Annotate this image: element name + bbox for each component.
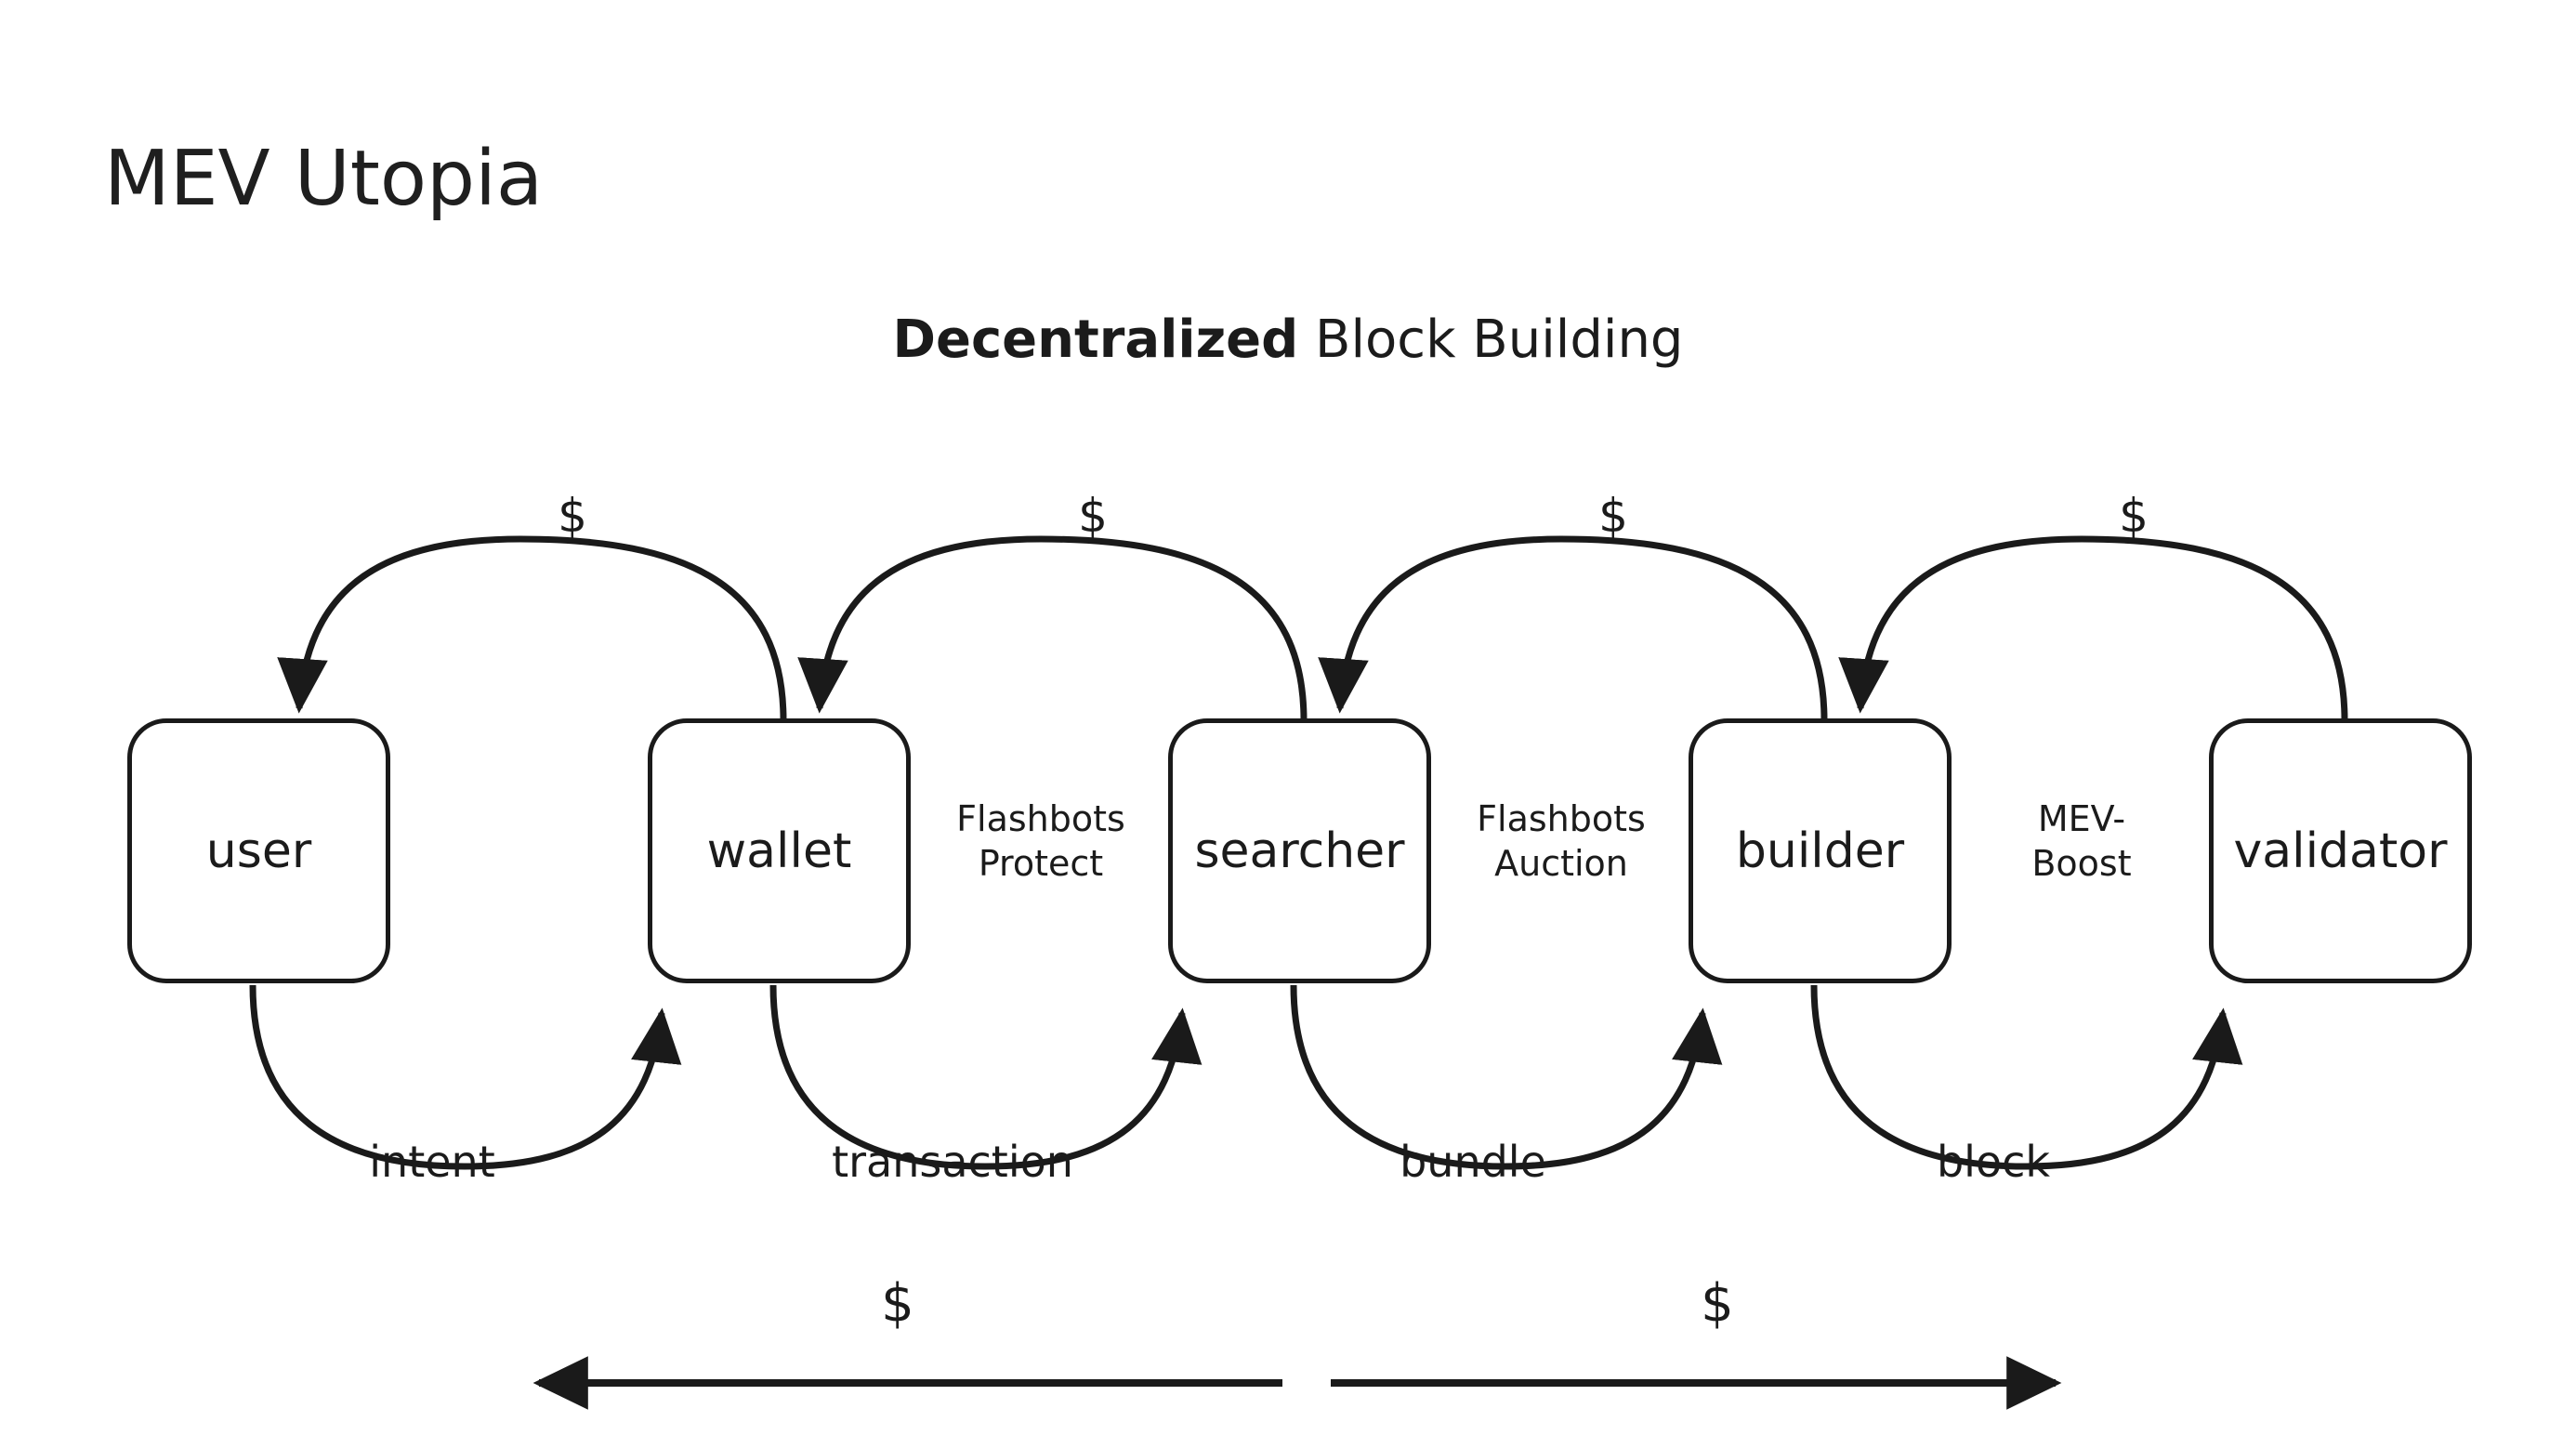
summary-label-value-flow-right: $ bbox=[1701, 1273, 1734, 1334]
subtitle-normal-part: Block Building bbox=[1298, 309, 1684, 370]
payment-arc-wallet-to-user bbox=[277, 535, 787, 721]
flow-label-transaction: transaction bbox=[832, 1137, 1073, 1187]
protocol-label-mev-boost: MEV- Boost bbox=[2031, 798, 2132, 884]
page-title: MEV Utopia bbox=[104, 135, 544, 223]
subtitle-strong-part: Decentralized bbox=[892, 309, 1299, 370]
node-validator-label: validator bbox=[2233, 823, 2448, 879]
node-searcher[interactable]: searcher bbox=[1168, 718, 1431, 983]
flow-label-block: block bbox=[1936, 1137, 2051, 1187]
payment-arc-validator-to-builder bbox=[1838, 535, 2348, 721]
payment-label-validator-to-builder: $ bbox=[2119, 489, 2149, 543]
payment-label-builder-to-searcher: $ bbox=[1598, 489, 1628, 543]
payment-arc-searcher-to-wallet bbox=[797, 535, 1308, 721]
protocol-label-flashbots-auction: Flashbots Auction bbox=[1477, 798, 1646, 884]
flow-label-intent: intent bbox=[369, 1137, 495, 1187]
node-searcher-label: searcher bbox=[1194, 823, 1405, 879]
node-wallet-label: wallet bbox=[706, 823, 852, 879]
node-builder[interactable]: builder bbox=[1689, 718, 1952, 983]
node-wallet[interactable]: wallet bbox=[648, 718, 911, 983]
node-builder-label: builder bbox=[1735, 823, 1905, 879]
protocol-label-flashbots-protect: Flashbots Protect bbox=[956, 798, 1125, 884]
payment-label-searcher-to-wallet: $ bbox=[1078, 489, 1108, 543]
node-user-label: user bbox=[205, 823, 312, 879]
slide-subtitle: Decentralized Block Building bbox=[0, 314, 2576, 366]
node-user[interactable]: user bbox=[127, 718, 390, 983]
flow-label-bundle: bundle bbox=[1400, 1137, 1546, 1187]
payment-label-wallet-to-user: $ bbox=[558, 489, 587, 543]
node-validator[interactable]: validator bbox=[2209, 718, 2472, 983]
summary-label-value-flow-left: $ bbox=[881, 1273, 914, 1334]
payment-arc-builder-to-searcher bbox=[1318, 535, 1828, 721]
